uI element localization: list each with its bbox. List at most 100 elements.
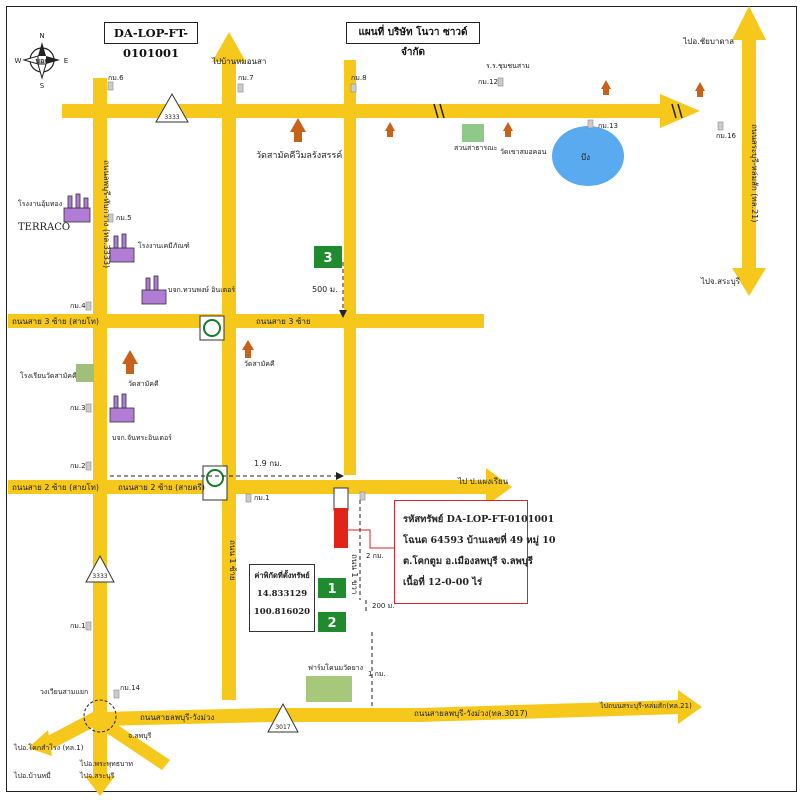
temple-icon: [503, 122, 513, 137]
label-road-3-left: ถนนสาย 3 ซ้าย (สายโท): [12, 316, 99, 326]
km-post-icon: [350, 83, 357, 93]
compass-w: W: [15, 57, 22, 65]
property-info-box: รหัสทรัพย์ DA-LOP-FT-0101001 โฉนด 64593 …: [394, 500, 556, 604]
label-temple-2: วัดสามัคคี: [128, 380, 159, 388]
property-parcel[interactable]: [334, 508, 348, 548]
temple-icon: [385, 122, 395, 137]
compass: บอก N S E W: [15, 32, 69, 90]
coord-title: ค่าพิกัดที่ตั้งทรัพย์: [254, 571, 310, 580]
info-area: เนื้อที่ 12-0-00 ไร่: [403, 577, 483, 588]
road-right-arrow-down: [732, 268, 766, 296]
label-km-8: กม.8: [351, 74, 367, 82]
road-mid-arrow-up: [212, 32, 246, 62]
road-center-vertical: [344, 60, 356, 475]
km-post-icon: [85, 461, 92, 471]
label-to-chaiyaphum: ไปอ.ชัยบาดาล: [682, 37, 734, 46]
temple-icon: [242, 340, 254, 358]
compass-s: S: [40, 82, 45, 90]
km-post-icon: [85, 403, 92, 413]
label-factory-1: โรงงานอุ้มทอง: [18, 199, 62, 208]
label-km-5: กม.5: [116, 214, 132, 222]
shield-top: 3333: [155, 92, 189, 123]
km-post-icon: [245, 493, 252, 503]
label-park: สวนสาธารณะ: [454, 144, 498, 152]
label-road-3: ถนนสาย 3 ซ้าย: [256, 317, 311, 326]
factories: [63, 193, 167, 423]
label-road-bottom-left: ถนนสายลพบุรี-วังม่วง: [140, 713, 214, 722]
park-bottom-image: [306, 676, 352, 702]
label-dist-500: 500 ม.: [312, 285, 338, 294]
marker-2[interactable]: 2: [318, 612, 346, 632]
label-road-2-left: ถนนสาย 2 ซ้าย (สายโท): [12, 482, 99, 492]
info-location: ต.โคกตูม อ.เมืองลพบุรี จ.ลพบุรี: [403, 556, 533, 567]
label-km-12: กม.12: [478, 78, 498, 86]
marker-1[interactable]: 1: [318, 578, 346, 598]
label-km-7: กม.7: [238, 74, 254, 82]
label-to-khok-samrong: ไป ป.แผงเรียน: [457, 477, 509, 486]
map-title-box: แผนที่ บริษัท โนวา ซาวด์ จำกัด: [346, 22, 480, 58]
label-road-mid-vertical: ถนน 1 ซ้าย: [228, 540, 237, 581]
km-post-icon: [85, 301, 92, 311]
shield-top-label: 3333: [164, 114, 179, 121]
marker-3[interactable]: 3: [314, 246, 342, 268]
shield-bottom: 3017: [267, 702, 299, 733]
road-exit-down-arrow: [85, 776, 115, 796]
label-dist-200: 200 ม.: [372, 602, 394, 610]
label-road-2: ถนนสาย 2 ซ้าย (สายตรี): [118, 483, 205, 492]
label-road-center-vertical: ถนน 1 ขวา: [350, 554, 359, 594]
property-leader-line: [348, 529, 394, 549]
code-box-text: DA-LOP-FT-0101001: [113, 26, 189, 60]
road-left-vertical: [93, 78, 107, 718]
road-bottom-arrow-right: [678, 690, 702, 724]
marker-3-label: 3: [323, 251, 332, 266]
compass-center-label: บอก: [36, 57, 49, 65]
label-roundabout: วงเวียนสามแยก: [40, 688, 88, 696]
road-exit-se: [96, 716, 170, 770]
label-dist-19: 1.9 กม.: [254, 459, 282, 468]
label-km-4: กม.4: [70, 302, 86, 310]
factory-icon: [63, 193, 91, 223]
label-to-ban-mi: ไปบ้านหมอนสา: [211, 57, 266, 66]
distance-lines: [110, 262, 373, 706]
label-km-1: กม.1: [254, 494, 270, 502]
label-km-14: กม.14: [120, 684, 141, 692]
km-post-icon: [587, 119, 594, 129]
pond: [552, 126, 624, 186]
label-road-bottom-right: ถนนสายลพบุรี-วังม่วง(ทล.3017): [414, 709, 528, 718]
km-post-icon: [237, 83, 244, 93]
km-post-icon: [113, 689, 120, 699]
label-to-khok-bottom-left: ไปอ.โคกสำโรง (ทล.1): [13, 743, 84, 752]
km-post-icon: [497, 77, 504, 87]
shield-bottom-label: 3017: [275, 724, 290, 731]
label-to-pho-khong: ไปอ.พระพุทธบาท: [79, 759, 133, 768]
km-post-icon: [359, 491, 366, 501]
km-posts: [85, 77, 724, 699]
road-bottom: [100, 700, 680, 726]
label-pond: บึง: [581, 153, 590, 162]
label-roundabout-2: จ.ลพบุรี: [128, 732, 152, 740]
marker-2-label: 2: [327, 616, 336, 631]
info-deed: โฉนด 64593 บ้านเลขที่ 49 หมู่ 10: [403, 535, 556, 546]
road-2-arrow-right: [486, 468, 512, 506]
road-exit-left-arrow: [28, 730, 52, 756]
road-break-symbols: [433, 103, 683, 119]
road-exit-down: [93, 718, 107, 778]
road-top-horizontal: [62, 104, 662, 118]
road-mid-vertical: [222, 60, 236, 700]
road-right-vertical: [742, 40, 756, 270]
road-right-arrow-up: [732, 6, 766, 40]
label-km-13: กม.13: [598, 122, 618, 130]
label-factory-2: โรงงานเคมีภัณฑ์: [138, 241, 190, 250]
km-post-icon: [717, 121, 724, 131]
label-to-saraburi-right: ไปจ.สระบุรี: [700, 277, 741, 286]
shield-left: 3333: [85, 554, 115, 583]
factory-icon: [109, 233, 135, 263]
temples: [122, 80, 705, 374]
map-frame: [6, 6, 797, 792]
label-temple-big: วัดสามัคคีวิมลรังสรรค์: [256, 149, 342, 161]
label-factory-3: บจก.ทวนพงษ์ อินเตอร์: [168, 286, 235, 294]
label-km-3: กม.3: [70, 404, 86, 412]
shield-left-label: 3333: [92, 573, 107, 580]
roads-layer: [8, 6, 766, 796]
